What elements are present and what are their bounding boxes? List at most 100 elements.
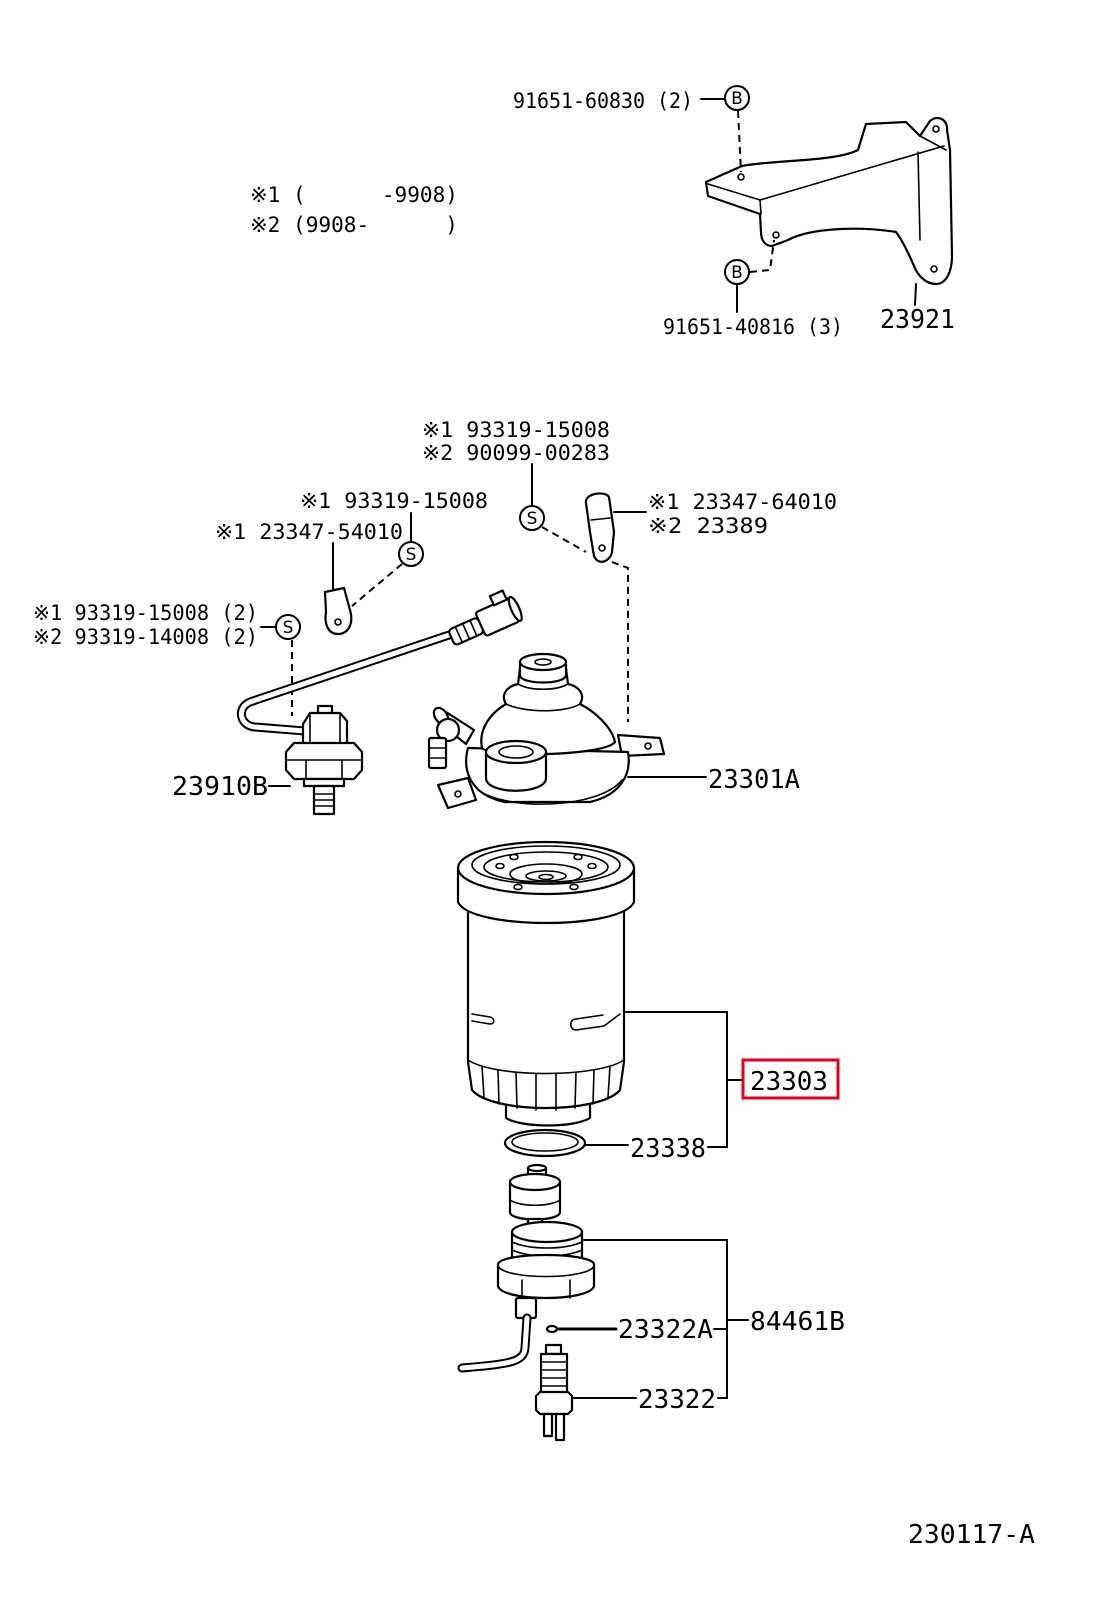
clip-left-drawing	[323, 586, 353, 636]
filter-flute-band	[467, 1059, 625, 1075]
marker-s-circle	[275, 614, 301, 640]
filter-inlet-hole	[587, 862, 597, 870]
gasket-inner	[511, 1132, 579, 1152]
filter-body	[466, 908, 626, 1110]
bracket-hole	[932, 125, 940, 133]
wire-core	[459, 1315, 530, 1371]
head-dome-shoulder	[505, 683, 581, 712]
callout-top-s-1[interactable]: ※1 93319-15008	[422, 418, 610, 442]
callout-switch[interactable]: 23322	[638, 1385, 716, 1415]
callout-filter-element[interactable]: 23303	[750, 1067, 828, 1097]
callout-right-clip-2[interactable]: ※2 23389	[648, 514, 768, 538]
marker-s-circle	[398, 541, 424, 567]
filter-inlet-hole	[573, 853, 583, 861]
sensor-hex	[284, 741, 364, 781]
head-fitting-rings	[428, 747, 447, 759]
callout-bracket[interactable]: 23921	[880, 305, 955, 335]
clip-right-drawing	[584, 492, 616, 563]
sensor-23910b-drawing	[284, 704, 364, 816]
switch-thread-body	[539, 1352, 569, 1396]
leader-line	[914, 283, 917, 306]
filter-inlet-hole	[569, 883, 579, 891]
variant-note-2: ※2 (9908- )	[250, 213, 458, 237]
switch-threads	[540, 1361, 568, 1387]
assembly-dashed-line	[737, 110, 742, 173]
callout-o-ring[interactable]: 23322A	[618, 1315, 713, 1345]
head-ear-hole	[454, 790, 462, 798]
callout-sensor[interactable]: 23910B	[172, 772, 268, 802]
drain-plug-assembly-drawing	[496, 1163, 596, 1320]
switch-hex	[534, 1390, 574, 1416]
filter-inlet-hole	[509, 853, 519, 861]
callout-mid-s-1[interactable]: ※1 93319-15008	[300, 489, 488, 513]
filter-center-boss-inner	[525, 870, 567, 882]
callout-gasket[interactable]: 23338	[630, 1134, 706, 1164]
filter-inlet-hole	[495, 862, 505, 870]
marker-b-circle	[724, 85, 750, 111]
head-front-boss-hole	[498, 745, 534, 759]
plug-end-face	[507, 595, 523, 623]
sensor-thread	[313, 793, 335, 807]
marker-s-circle	[519, 505, 545, 531]
assembly-dashed-line	[611, 561, 629, 722]
bracket-hole	[737, 173, 745, 181]
head-base-edge	[477, 779, 623, 805]
head-front-boss-top	[484, 739, 548, 765]
callout-bolt-upper[interactable]: 91651-60830 (2)	[513, 89, 693, 113]
bracket-hole	[930, 265, 938, 273]
callout-right-clip-1[interactable]: ※1 23347-64010	[648, 490, 837, 514]
callout-left-clip-1[interactable]: ※1 23347-54010	[215, 520, 403, 544]
clip-left-hole	[334, 618, 342, 626]
head-fitting-nipple	[427, 736, 448, 770]
head-ear-hole	[644, 742, 652, 750]
drain-plug-wire	[457, 1313, 532, 1373]
filter-head-drawing	[427, 652, 666, 810]
filter-center-hole	[538, 873, 554, 881]
sensor-wire	[236, 629, 457, 736]
switch-terminal	[542, 1412, 554, 1438]
marker-b-label: B	[731, 263, 743, 283]
filter-center-boss	[509, 863, 583, 885]
callout-left-s-1[interactable]: ※1 93319-15008 (2)	[33, 601, 258, 625]
filter-slot-left	[471, 1013, 495, 1025]
filter-top-ring-inner	[483, 851, 609, 883]
plug-boot-ribs	[454, 619, 478, 644]
callout-left-s-2[interactable]: ※2 93319-14008 (2)	[33, 625, 258, 649]
gasket-ring-drawing	[503, 1128, 587, 1158]
clip-left-body	[323, 586, 353, 636]
head-left-ear	[436, 776, 478, 810]
sensor-switch-drawing	[534, 1343, 574, 1442]
gasket-outer	[503, 1128, 587, 1158]
variant-note-1: ※1 ( -9908)	[250, 183, 458, 207]
priming-pump-cap-top	[518, 652, 568, 672]
callout-filter-head[interactable]: 23301A	[708, 765, 800, 795]
leader-bracket-filter	[625, 1011, 743, 1148]
assembly-dashed-line	[749, 239, 775, 273]
head-right-ear	[616, 733, 666, 758]
assembly-dashed-line	[541, 526, 587, 553]
bracket-outline	[704, 116, 954, 286]
switch-terminal	[554, 1412, 566, 1442]
marker-s-label: S	[283, 618, 294, 638]
callout-drain-assy[interactable]: 84461B	[750, 1307, 845, 1337]
marker-s-label: S	[527, 509, 538, 529]
bracket-hole	[772, 231, 780, 239]
marker-b-label: B	[731, 89, 743, 109]
filter-flutes	[481, 1065, 611, 1111]
fuel-filter-cartridge-drawing	[456, 840, 636, 1127]
sensor-hex-faces	[285, 759, 363, 780]
float-cap-top	[526, 1163, 548, 1173]
plug-thread-top	[510, 1220, 584, 1244]
clip-right-hole	[598, 544, 606, 552]
illustration-code: 230117-A	[908, 1520, 1035, 1550]
wire-outline	[236, 629, 457, 736]
plug-latch	[488, 589, 508, 607]
marker-s-label: S	[406, 545, 417, 565]
callout-bolt-lower[interactable]: 91651-40816 (3)	[663, 315, 843, 339]
wire-core	[238, 631, 455, 734]
callout-top-s-2[interactable]: ※2 90099-00283	[422, 441, 610, 465]
o-ring-drawing	[545, 1324, 559, 1334]
clip-right-body	[584, 492, 616, 563]
leader-bracket-drain	[583, 1239, 749, 1399]
